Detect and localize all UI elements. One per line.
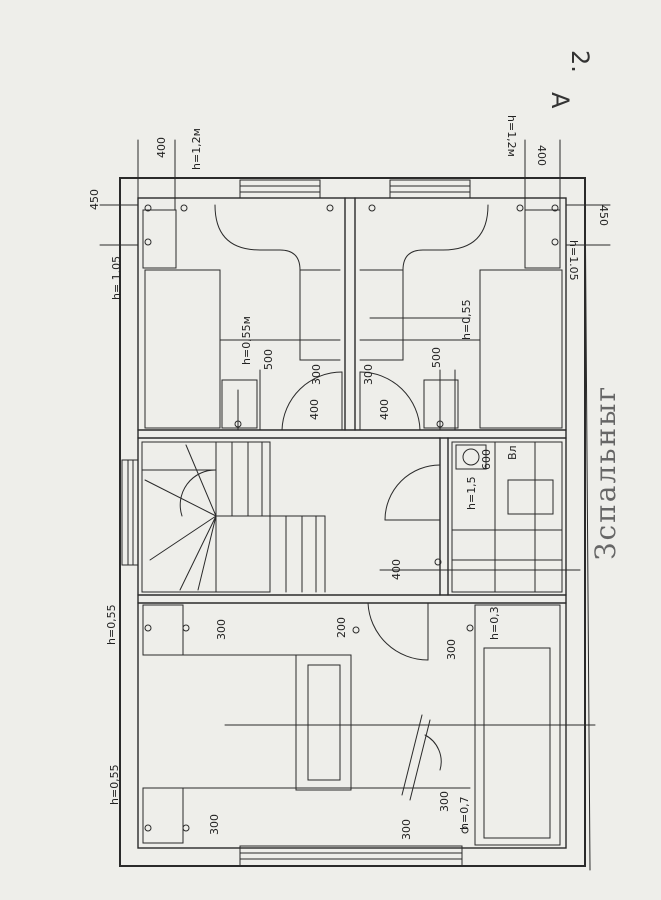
h-15: h=1,5 (465, 476, 478, 510)
h-03: h=0,3 (488, 606, 501, 640)
room-note: Зспальныг (589, 385, 622, 560)
dim-400-door-a: 400 (308, 399, 321, 420)
socket-marks (144, 204, 559, 834)
dim-500-b: 500 (430, 347, 443, 368)
dim-300-bottom-b: 300 (400, 819, 413, 840)
window-stair (121, 459, 139, 566)
sheet-letter: А (546, 92, 574, 109)
h-left-105: h= 1.05 (110, 256, 123, 300)
h-bottom-right: h=0,7 (458, 796, 471, 830)
dim-500-a: 500 (262, 349, 275, 370)
h-055-r: h=0,55 (460, 299, 473, 340)
label-vent: Вл (506, 445, 519, 460)
window-bottom (239, 845, 463, 867)
door-bedroom-left (281, 371, 343, 431)
dim-300-bottom-c: 300 (438, 791, 451, 812)
h-lower-055: h=0,55 (105, 604, 118, 645)
bathroom (384, 441, 563, 593)
dim-450-left: 450 (88, 189, 101, 210)
h-600: 600 (480, 449, 493, 470)
dim-400-hall: 400 (390, 559, 403, 580)
dim-400-top-right: 400 (535, 145, 548, 166)
dim-300-door-b: 300 (362, 364, 375, 385)
dim-400-door-b: 400 (378, 399, 391, 420)
dim-300-room-b: 300 (445, 639, 458, 660)
sheet-number: 2. (566, 50, 594, 73)
partition-center (344, 197, 356, 431)
h-top-right: h=1,2м (505, 115, 518, 157)
dim-300-bottom-a: 300 (208, 814, 221, 835)
corridor-walls (137, 429, 567, 604)
bedroom-right (359, 204, 563, 429)
dim-400-top-left: 400 (155, 137, 168, 158)
dimension-labels: 450 400 h=1,2м h=1,2м 400 450 h= 1.05 h=… (88, 115, 610, 840)
door-bedroom-right (359, 371, 421, 431)
dimension-lines (99, 139, 611, 431)
dim-450-right: 450 (597, 205, 610, 226)
dim-300-room-a: 300 (215, 619, 228, 640)
window-top-right (389, 179, 471, 199)
h-right-105: h=1.05 (567, 240, 580, 281)
window-top-left (239, 179, 321, 199)
axis-lines (224, 317, 596, 726)
bedroom-left (142, 204, 341, 429)
dim-200: 200 (335, 617, 348, 638)
dim-300-door-a: 300 (310, 364, 323, 385)
staircase (141, 441, 326, 593)
h-bottom-055: h=0,55 (108, 764, 121, 805)
h-top-left: h=1,2м (190, 128, 203, 170)
h-055-m: h=0,55м (240, 316, 253, 365)
